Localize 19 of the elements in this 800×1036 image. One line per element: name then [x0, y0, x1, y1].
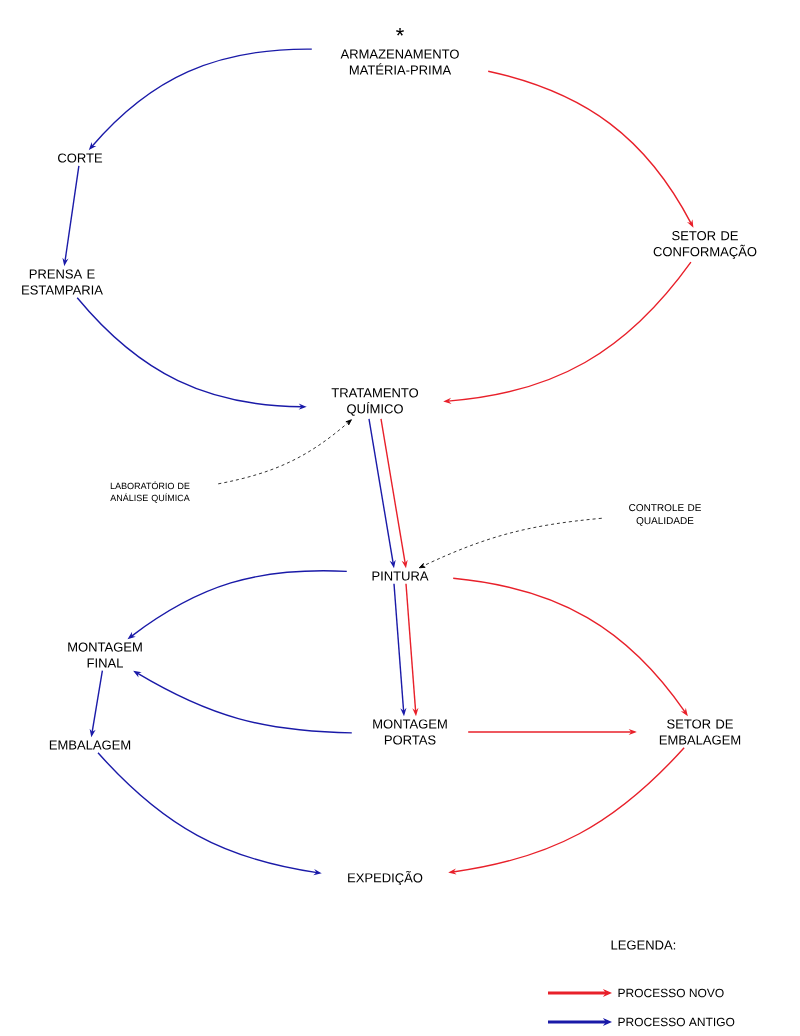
- legend-text: PROCESSO NOVO: [618, 988, 724, 998]
- process-label: PRENSA E ESTAMPARIA: [22, 269, 103, 295]
- process-label: EMBALAGEM: [49, 740, 131, 750]
- process-label: CORTE: [58, 153, 103, 163]
- process-label: CONTROLE DE QUALIDADE: [629, 504, 701, 526]
- process-label: TRATAMENTO QUÍMICO: [331, 388, 419, 416]
- legend-text: PROCESSO ANTIGO: [618, 1017, 735, 1027]
- process-label: SETOR DE CONFORMAÇÃO: [653, 231, 757, 259]
- process-label: SETOR DE EMBALAGEM: [659, 719, 741, 745]
- process-label: MONTAGEM FINAL: [68, 642, 142, 668]
- asterisk: *: [396, 27, 404, 36]
- process-label: ARMAZENAMENTO MATÉRIA-PRIMA: [340, 49, 459, 75]
- dashed-arrow: [217, 419, 352, 485]
- process-label: EXPEDIÇÃO: [348, 870, 423, 886]
- dashed-arrow: [418, 517, 603, 569]
- legend-title: LEGENDA:: [611, 940, 676, 950]
- process-label: MONTAGEM PORTAS: [373, 719, 447, 745]
- process-label: LABORATÓRIO DE ANÁLISE QUÍMICA: [110, 481, 190, 503]
- process-label: PINTURA: [372, 571, 429, 581]
